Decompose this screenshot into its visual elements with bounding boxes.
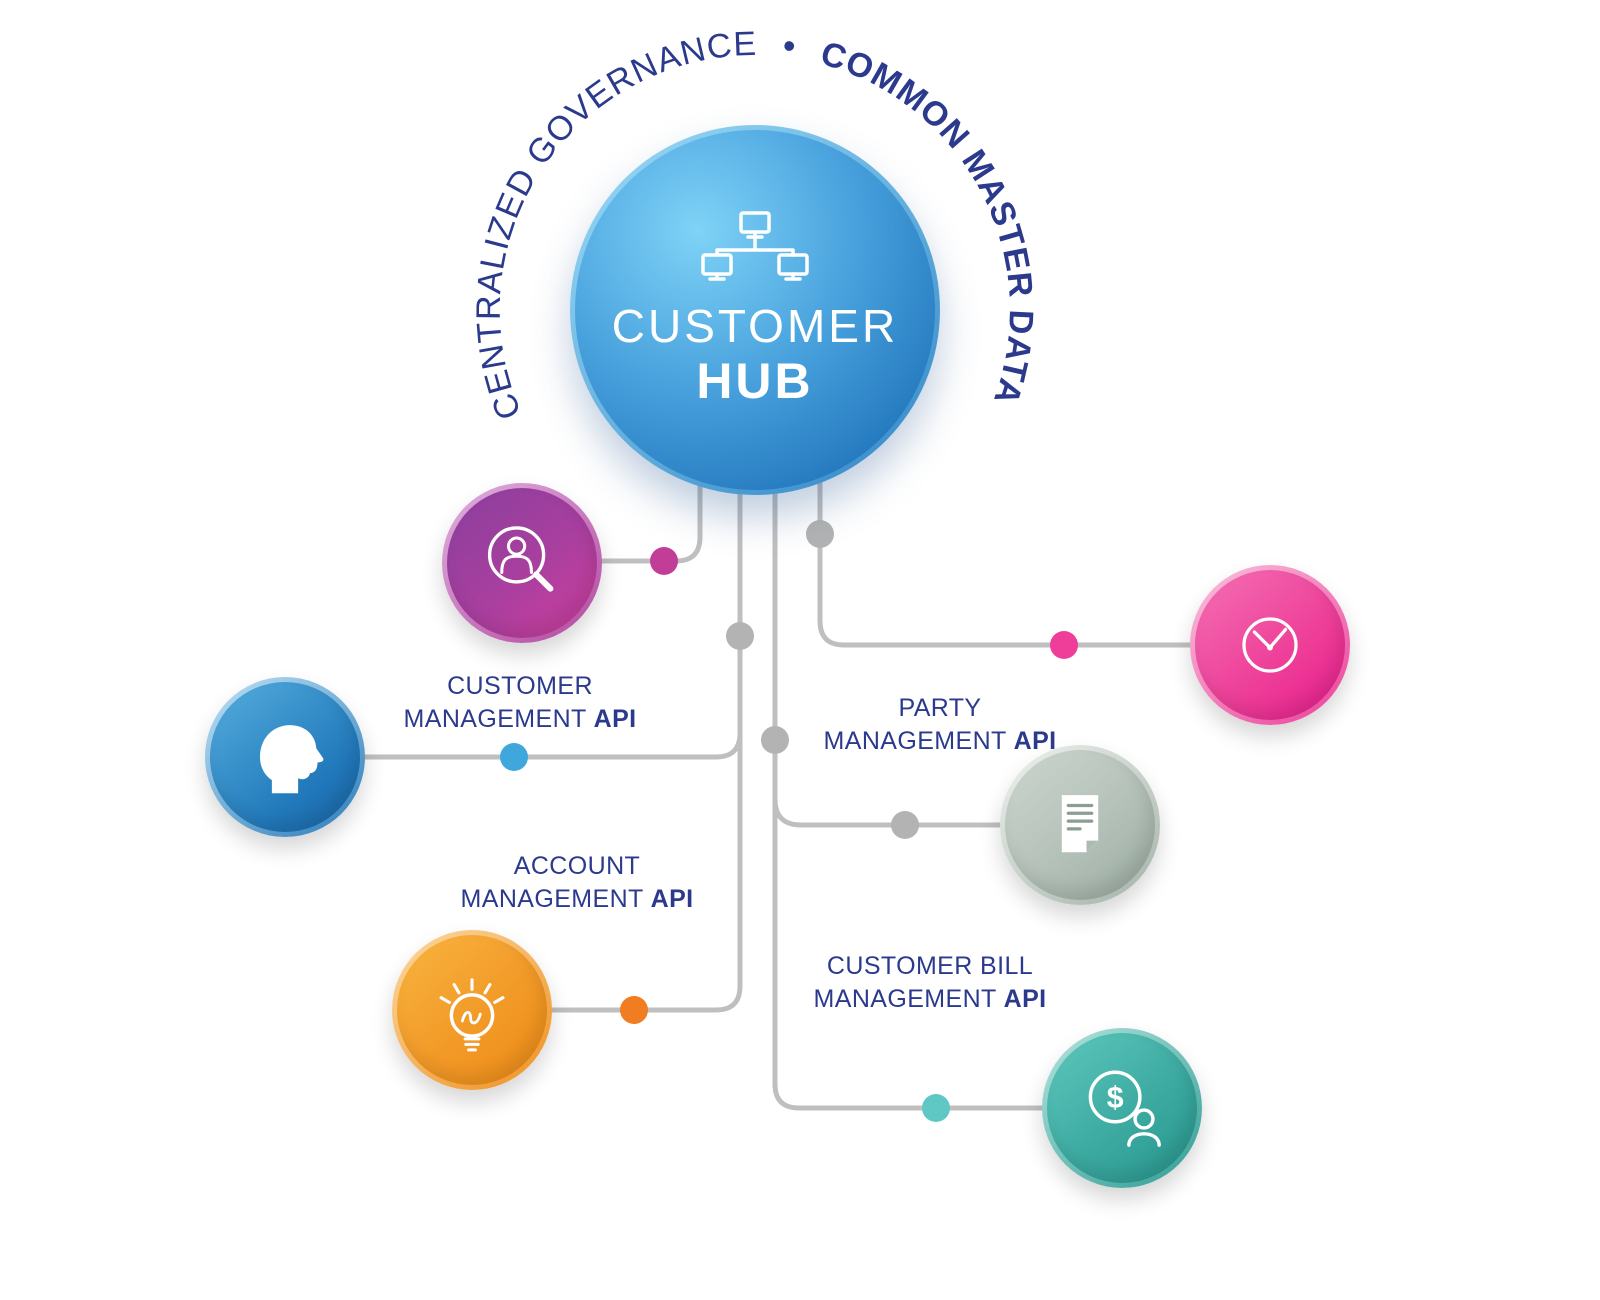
connector-sage-line [772,796,1004,828]
label-account-management-api: ACCOUNT MANAGEMENT API [417,850,737,915]
satellite-customer-search-face [447,488,597,638]
connector-orange-line [548,477,743,1013]
document-icon [1061,795,1099,853]
dollar-sign-glyph: $ [1107,1081,1124,1114]
connector-purple-line [598,477,703,564]
dot-gray-3 [761,726,789,754]
customer-hub-circle: CUSTOMER HUB [570,125,940,495]
label-api-suffix: API [1013,726,1057,755]
satellite-billing-face: $ [1047,1033,1197,1183]
label-line1: CUSTOMER BILL [826,952,1034,980]
lightbulb-icon [439,978,505,1052]
connector-lines [361,477,1194,1111]
dot-gray-2 [806,520,834,548]
hub-title-line1: CUSTOMER [611,299,899,352]
label-customer-management-api: CUSTOMER MANAGEMENT API [360,670,680,735]
label-api-suffix: API [1003,984,1047,1013]
connector-teal-line [772,477,1046,1111]
label-line2: MANAGEMENT [403,704,587,733]
satellite-meter [1190,565,1350,725]
label-api-suffix: API [650,884,694,913]
satellite-document [1000,745,1160,905]
dot-orange [620,996,648,1024]
satellite-idea [392,930,552,1090]
satellite-head-profile [205,677,365,837]
dot-gray-4 [891,811,919,839]
head-profile-icon [260,725,324,794]
dollar-person-icon: $ [1088,1070,1161,1147]
connector-blue-line [361,730,743,760]
label-line1: CUSTOMER [447,672,593,700]
connector-dots [500,520,1078,1122]
satellite-meter-face [1195,570,1345,720]
label-api-suffix: API [593,704,637,733]
label-line2: MANAGEMENT [813,984,997,1013]
dot-magenta [650,547,678,575]
label-customer-bill-management-api: CUSTOMER BILL MANAGEMENT API [770,950,1090,1015]
label-line1: ACCOUNT [513,852,641,880]
satellite-idea-face [397,935,547,1085]
satellite-head-profile-face [210,682,360,832]
dot-gray-1 [726,622,754,650]
customer-hub-face: CUSTOMER HUB [575,130,935,490]
satellite-billing: $ [1042,1028,1202,1188]
dot-blue [500,743,528,771]
satellite-customer-search [442,483,602,643]
satellite-document-face [1005,750,1155,900]
dot-teal [922,1094,950,1122]
hub-title-line2: HUB [696,352,814,409]
gauge-icon [1242,617,1298,673]
arc-separator: • [781,27,799,66]
dot-pink [1050,631,1078,659]
network-computers-icon [701,211,809,281]
label-line1: PARTY [898,694,982,722]
label-party-management-api: PARTY MANAGEMENT API [780,692,1100,757]
label-line2: MANAGEMENT [460,884,644,913]
connector-pink-line [817,477,1194,648]
label-line2: MANAGEMENT [823,726,1007,755]
person-search-icon [487,526,554,592]
